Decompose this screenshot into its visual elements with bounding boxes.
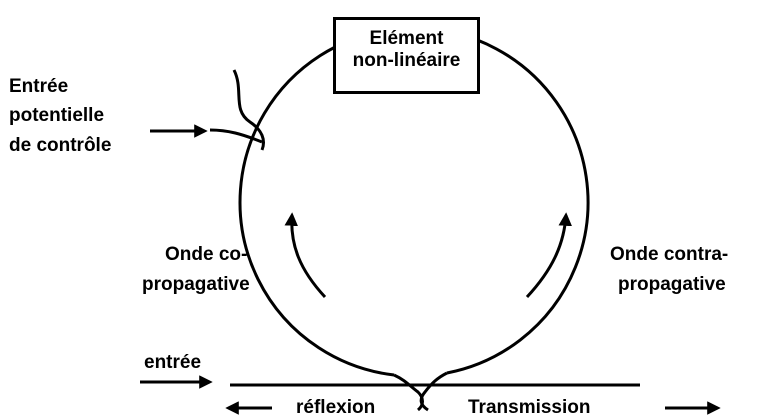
input-label: entrée — [144, 352, 202, 373]
counter-wave-label-line2: propagative — [618, 274, 726, 295]
control-input-fiber — [232, 69, 265, 151]
co-wave-label-line1: Onde co- — [165, 244, 248, 265]
control-input-label-line3: de contrôle — [9, 135, 112, 156]
control-input-fiber-tail — [209, 128, 263, 144]
reflection-label: réflexion — [296, 397, 376, 418]
control-input-label-line2: potentielle — [9, 105, 105, 126]
nonlinear-element-line2: non-linéaire — [352, 50, 461, 71]
counter-wave-label-line1: Onde contra- — [610, 244, 729, 265]
nonlinear-element-line1: Elément — [369, 28, 444, 49]
counter-propagation-arrow — [525, 212, 573, 299]
co-propagation-arrow — [284, 212, 327, 299]
coupler-strand-right — [419, 371, 448, 412]
coupler-strand-left — [393, 373, 424, 412]
nonlinear-element-box: Elément non-linéaire — [333, 17, 480, 94]
transmission-label: Transmission — [468, 397, 591, 418]
co-wave-label-line2: propagative — [142, 274, 250, 295]
control-input-label-line1: Entrée — [9, 76, 69, 97]
